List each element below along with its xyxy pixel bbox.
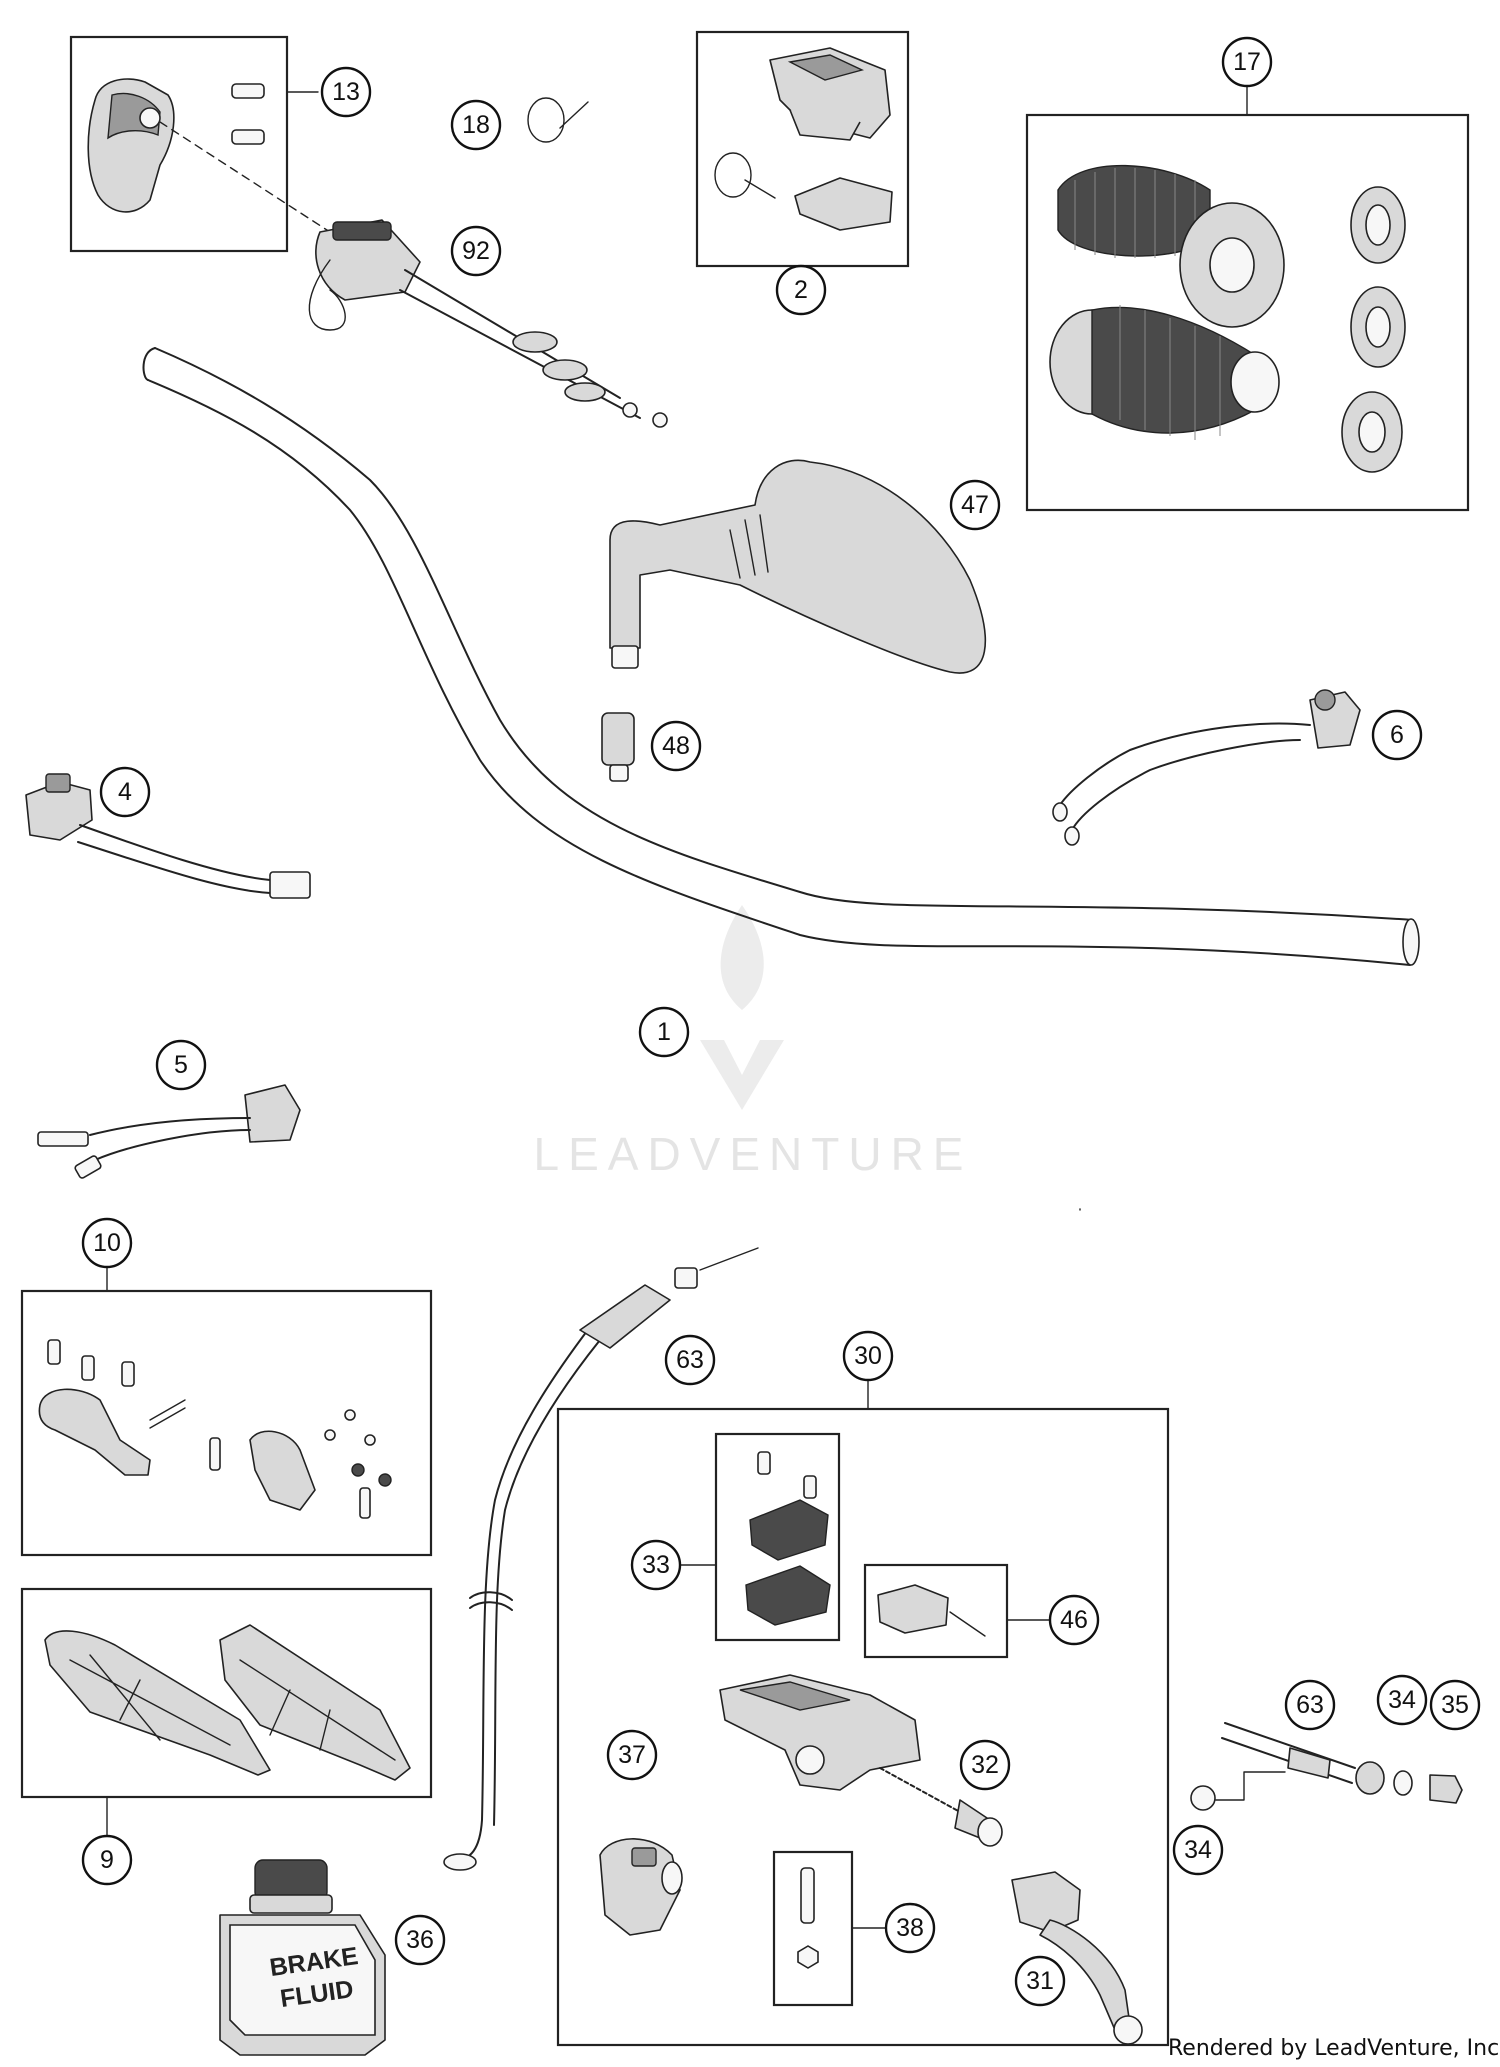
part-37 xyxy=(599,1838,683,1936)
callout-label: 2 xyxy=(794,276,808,304)
callout-92: 92 xyxy=(450,225,502,277)
callout-label: 5 xyxy=(174,1051,188,1079)
brake-lever xyxy=(1011,1871,1143,2045)
callout-37: 37 xyxy=(606,1729,658,1781)
callout-5: 5 xyxy=(155,1039,207,1091)
box-46 xyxy=(863,1563,1009,1659)
callout-30: 30 xyxy=(842,1330,894,1382)
callout-label: 32 xyxy=(971,1751,999,1779)
brake-hose xyxy=(443,1247,759,1871)
callout-label: 36 xyxy=(406,1926,434,1954)
callout-label: 46 xyxy=(1060,1606,1088,1634)
box-10 xyxy=(20,1289,433,1557)
callout-47: 47 xyxy=(949,479,1001,531)
rendered-by-credit: Rendered by LeadVenture, Inc. xyxy=(1168,2036,1500,2061)
callout-31: 31 xyxy=(1014,1955,1066,2007)
callout-label: 1 xyxy=(657,1018,671,1046)
callout-6: 6 xyxy=(1371,709,1423,761)
callout-label: 34 xyxy=(1184,1836,1212,1864)
callout-34-bottom: 34 xyxy=(1172,1824,1224,1876)
callout-9: 9 xyxy=(81,1834,133,1886)
callout-label: 47 xyxy=(961,491,989,519)
callout-label: 92 xyxy=(462,237,490,265)
callout-label: 37 xyxy=(618,1741,646,1769)
callout-label: 18 xyxy=(462,111,490,139)
hand-guards xyxy=(44,1624,411,1781)
callout-label: 34 xyxy=(1388,1686,1416,1714)
callout-label: 4 xyxy=(118,778,132,806)
callout-63-right: 63 xyxy=(1284,1679,1336,1731)
callout-48: 48 xyxy=(650,720,702,772)
cable-tie xyxy=(527,97,589,143)
callout-32: 32 xyxy=(959,1739,1011,1791)
callout-label: 38 xyxy=(896,1914,924,1942)
callout-label: 63 xyxy=(676,1346,704,1374)
left-switch xyxy=(25,773,311,899)
right-switch xyxy=(1052,689,1361,846)
callout-label: 31 xyxy=(1026,1967,1054,1995)
callout-label: 9 xyxy=(100,1846,114,1874)
callout-36: 36 xyxy=(394,1914,446,1966)
callout-10: 10 xyxy=(81,1217,133,1269)
leader-lines xyxy=(106,85,1248,1929)
box-13 xyxy=(69,35,289,253)
callout-46: 46 xyxy=(1048,1594,1100,1646)
master-cylinder xyxy=(719,1674,921,1791)
callout-label: 17 xyxy=(1233,48,1261,76)
callout-35: 35 xyxy=(1429,1679,1481,1731)
callout-38: 38 xyxy=(884,1902,936,1954)
throttle-housing xyxy=(87,78,331,233)
box-30 xyxy=(556,1407,1170,2047)
callout-label: 30 xyxy=(854,1342,882,1370)
box-33 xyxy=(714,1432,841,1642)
callout-label: 35 xyxy=(1441,1691,1469,1719)
callout-1: 1 xyxy=(638,1006,690,1058)
callout-label: 33 xyxy=(642,1551,670,1579)
watermark-text: LEADVENTURE xyxy=(534,1128,973,1180)
callout-17: 17 xyxy=(1221,36,1273,88)
box-9 xyxy=(20,1587,433,1799)
handlebar xyxy=(142,347,1420,966)
leadventure-watermark: LEADVENTURE xyxy=(534,905,973,1180)
callout-label: 6 xyxy=(1390,721,1404,749)
callout-18: 18 xyxy=(450,99,502,151)
callout-13: 13 xyxy=(320,66,372,118)
switch-unit xyxy=(714,47,893,231)
lever-switch-5 xyxy=(37,1084,301,1179)
piston-32 xyxy=(879,1767,1003,1847)
callout-63: 63 xyxy=(664,1334,716,1386)
bar-end-48 xyxy=(601,712,635,782)
lever-bracket-kit xyxy=(38,1339,392,1519)
callout-label: 10 xyxy=(93,1229,121,1257)
throttle-cable-assembly xyxy=(308,219,668,428)
clamp-46 xyxy=(877,1584,986,1637)
pin-38 xyxy=(797,1867,819,1969)
cover-part-47 xyxy=(609,459,987,674)
callout-label: 13 xyxy=(332,78,360,106)
callout-label: 63 xyxy=(1296,1691,1324,1719)
brake-fluid-bottle: BRAKE FLUID xyxy=(219,1859,386,2056)
callout-33: 33 xyxy=(630,1539,682,1591)
handlebar-grips xyxy=(1049,164,1406,473)
callout-34-top: 34 xyxy=(1376,1674,1428,1726)
banjo-fitting xyxy=(1190,1722,1463,1811)
callout-2: 2 xyxy=(775,264,827,316)
callout-label: 48 xyxy=(662,732,690,760)
callout-4: 4 xyxy=(99,766,151,818)
reservoir-cover-33 xyxy=(745,1451,831,1626)
